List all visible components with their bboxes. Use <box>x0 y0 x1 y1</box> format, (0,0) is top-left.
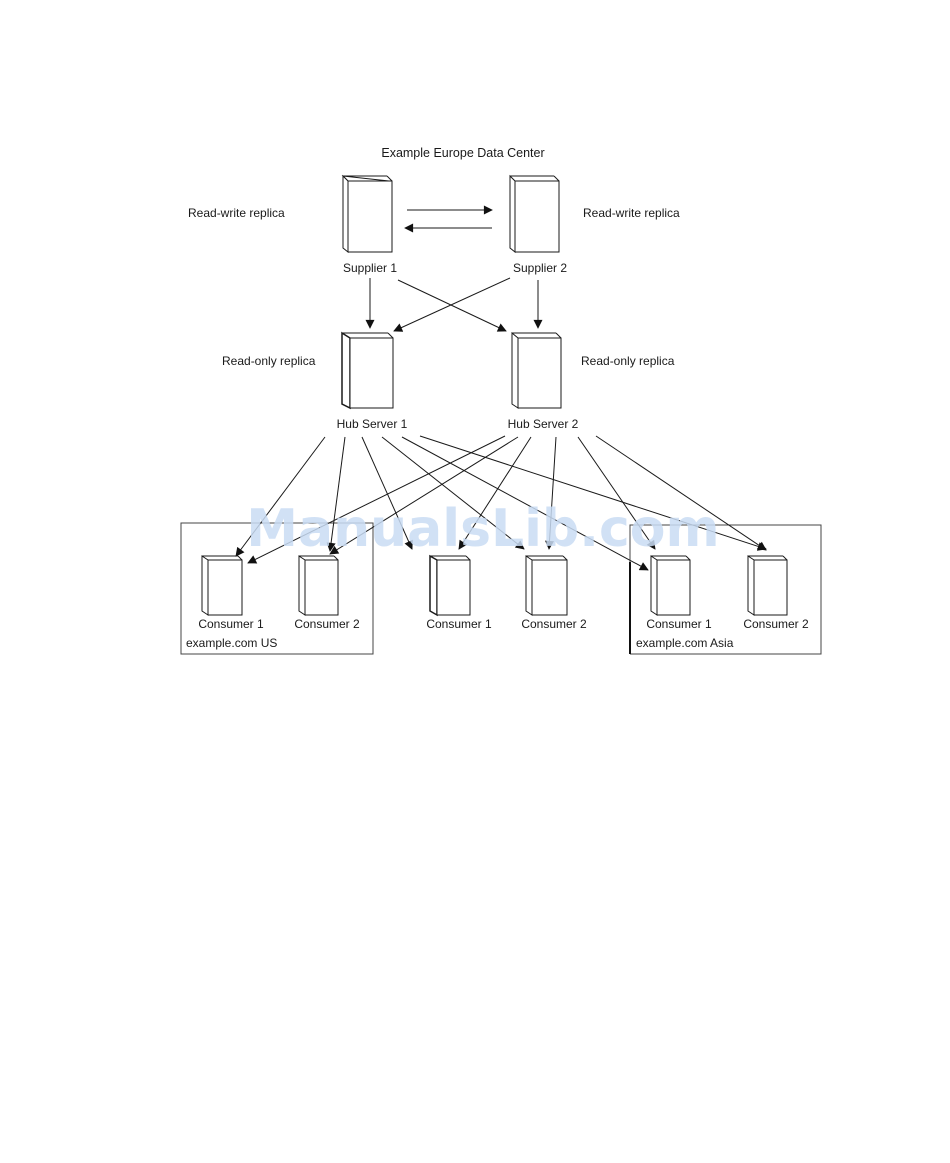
role-label-read-only-left: Read-only replica <box>222 354 316 368</box>
server-icon-asia-consumer2 <box>748 556 787 615</box>
watermark-text: ManualsLib.com <box>246 499 719 559</box>
node-label-mid-consumer1: Consumer 1 <box>426 617 492 631</box>
server-icon-supplier2 <box>510 176 559 252</box>
role-label-read-write-right: Read-write replica <box>583 206 680 220</box>
node-label-us-consumer1: Consumer 1 <box>198 617 264 631</box>
region-label-us: example.com US <box>186 636 277 650</box>
region-label-asia: example.com Asia <box>636 636 734 650</box>
node-label-asia-consumer1: Consumer 1 <box>646 617 712 631</box>
node-label-mid-consumer2: Consumer 2 <box>521 617 587 631</box>
server-icon-hub2 <box>512 333 561 408</box>
node-label-us-consumer2: Consumer 2 <box>294 617 360 631</box>
server-icon-us-consumer1 <box>202 556 242 615</box>
server-icon-mid-consumer1 <box>430 556 470 615</box>
role-label-read-only-right: Read-only replica <box>581 354 675 368</box>
node-label-supplier2: Supplier 2 <box>513 261 567 275</box>
node-label-asia-consumer2: Consumer 2 <box>743 617 809 631</box>
server-icon-us-consumer2 <box>299 556 338 615</box>
server-icon-asia-consumer1 <box>651 556 690 615</box>
diagram-title: Example Europe Data Center <box>381 146 544 160</box>
node-label-hub2: Hub Server 2 <box>508 417 579 431</box>
server-icon-hub1 <box>342 333 393 408</box>
node-label-supplier1: Supplier 1 <box>343 261 397 275</box>
role-label-read-write-left: Read-write replica <box>188 206 285 220</box>
server-icon-supplier1 <box>343 176 392 252</box>
server-icon-mid-consumer2 <box>526 556 567 615</box>
node-label-hub1: Hub Server 1 <box>337 417 408 431</box>
